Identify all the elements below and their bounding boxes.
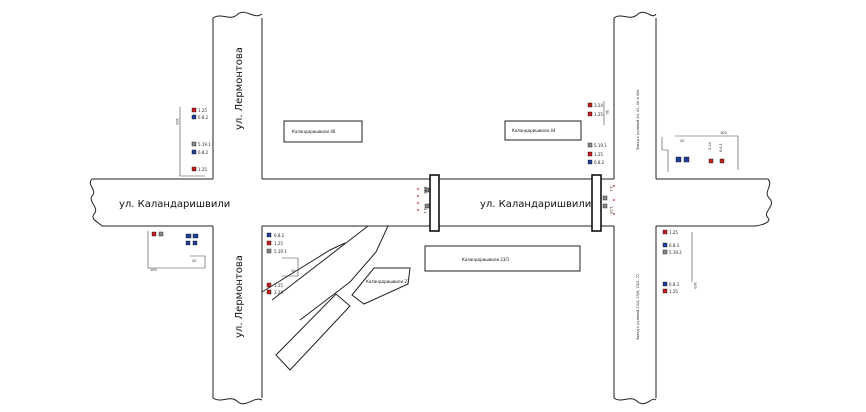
svg-text:100: 100 [150, 268, 157, 272]
svg-text:5.19.1: 5.19.1 [198, 142, 211, 147]
svg-text:3.24: 3.24 [708, 141, 712, 150]
svg-text:1.25: 1.25 [274, 241, 283, 246]
svg-text:10: 10 [291, 269, 295, 273]
parking-strip [275, 293, 351, 371]
building-k44 [504, 120, 582, 141]
svg-text:1.25: 1.25 [198, 167, 207, 172]
svg-text:3.24: 3.24 [274, 290, 283, 295]
sign-group-driveway: 6.8.2 1.25 5.19.1 1.25 3.24 10 [266, 232, 299, 295]
building-k23 [424, 245, 581, 272]
svg-text:3.1: 3.1 [609, 186, 613, 192]
street-label-kalandarishvili-left: ул. Каландаришвили [119, 199, 230, 210]
sign-group-crosswalk-west: 1.25 3.1 [417, 186, 430, 214]
sign-group-ne-outer: 100 20 3.24 6.6.1 [661, 131, 739, 172]
driveway-lower [261, 242, 346, 293]
building-k27 [351, 267, 411, 305]
building-k46 [283, 120, 363, 143]
building-k44-label: Каландаришвили 44 [512, 128, 556, 133]
crosswalk-west [429, 174, 440, 232]
lermontova-bottom-break [212, 397, 263, 405]
sign-group-ne-inner: 3.24 1.25 50 5.19.1 1.25 6.8.2 [587, 101, 609, 165]
street-label-kalandarishvili-right: ул. Каландаришвили [480, 199, 591, 210]
lermontova-top-break [212, 11, 263, 19]
svg-text:1.25: 1.25 [669, 289, 678, 294]
svg-text:100: 100 [693, 282, 697, 289]
sign-group-nw: 1.25 6.8.2 5.19.1 6.8.2 1.25 100 [175, 107, 211, 177]
svg-text:6.8.3: 6.8.3 [669, 282, 680, 287]
building-k46-label: Каландаришвили 46 [292, 129, 336, 134]
svg-text:100: 100 [720, 131, 727, 135]
sign-group-crosswalk-east: 3.1 1.25 [602, 185, 615, 215]
svg-text:20: 20 [680, 139, 684, 143]
svg-text:1.25: 1.25 [594, 112, 603, 117]
svg-text:1.25: 1.25 [274, 283, 283, 288]
svg-text:1.25: 1.25 [198, 108, 207, 113]
svg-text:1.25: 1.25 [669, 230, 678, 235]
street-label-lermontova-bottom: ул. Лермонтова [234, 255, 245, 338]
svg-text:6.8.2: 6.8.2 [594, 160, 605, 165]
svg-text:6.8.2: 6.8.2 [198, 150, 209, 155]
svg-text:50: 50 [605, 110, 609, 114]
svg-text:3.24: 3.24 [594, 103, 603, 108]
road-break-right [755, 178, 772, 227]
note-right-lower: Заезд к рулевой 23/4, 23/6, 23/5, 27 [636, 274, 640, 340]
svg-text:100: 100 [175, 118, 179, 125]
svg-text:6.8.3: 6.8.3 [669, 243, 680, 248]
svg-text:3.1: 3.1 [423, 208, 427, 214]
svg-text:1.25: 1.25 [609, 206, 613, 214]
building-k23-label: Каландаришвили 23/1 [462, 257, 510, 262]
right-road-bottom-break [613, 397, 657, 405]
right-road-top-break [613, 11, 657, 19]
crosswalk-east [591, 174, 602, 232]
svg-text:5.19.1: 5.19.1 [594, 143, 607, 148]
svg-text:6.6.1: 6.6.1 [719, 143, 723, 152]
road-break-left [89, 178, 103, 227]
svg-text:5.19.1: 5.19.1 [274, 249, 287, 254]
driveway-outer [271, 225, 389, 321]
building-k27-label: Каландаришвили 27 [366, 279, 410, 284]
svg-text:1.25: 1.25 [594, 152, 603, 157]
sign-group-sw: 100 20 [147, 231, 206, 272]
svg-text:1.25: 1.25 [423, 186, 427, 194]
street-label-lermontova-top: ул. Лермонтова [234, 47, 245, 130]
svg-text:6.8.2: 6.8.2 [274, 233, 285, 238]
sign-group-se: 100 1.25 6.8.3 5.19.2 6.8.3 1.25 [662, 229, 697, 294]
note-right-upper: Заезд к рулевой 44, 42, 40 и 40а [636, 90, 640, 150]
svg-text:6.8.2: 6.8.2 [198, 115, 209, 120]
svg-text:20: 20 [192, 259, 196, 263]
svg-text:5.19.2: 5.19.2 [669, 250, 682, 255]
